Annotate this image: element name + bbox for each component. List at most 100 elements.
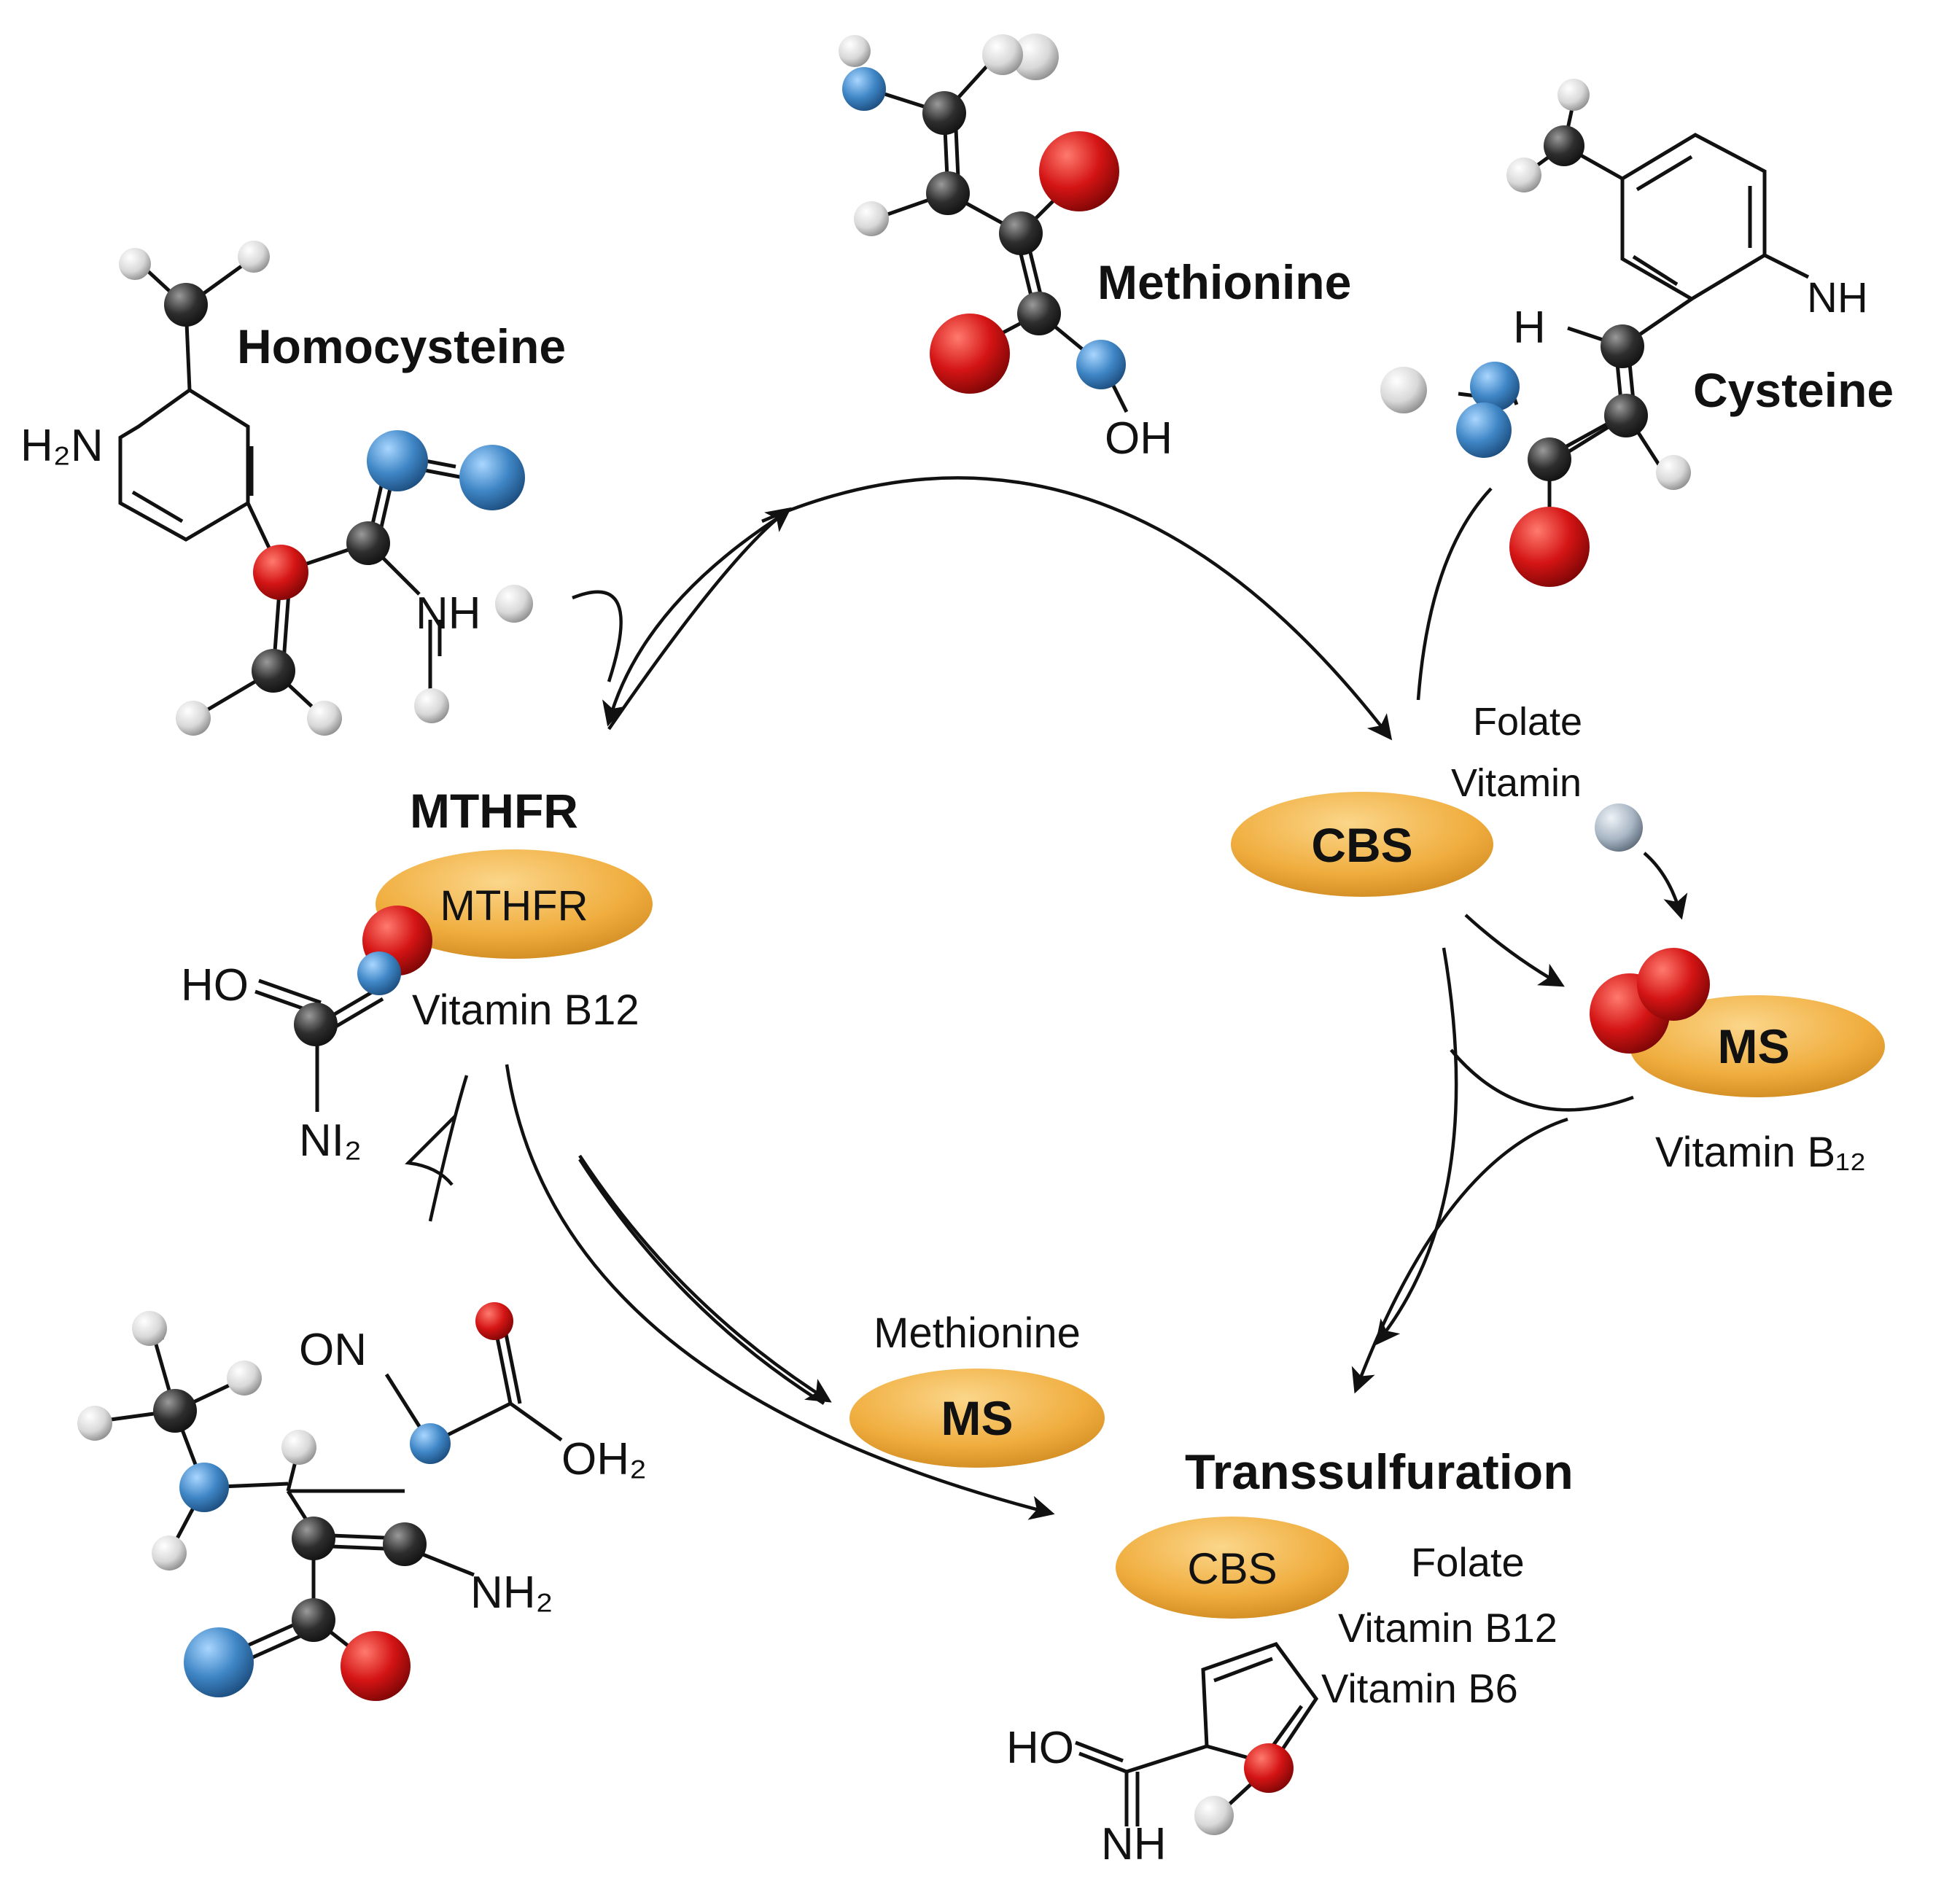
- arrow-left-hook-tip: [405, 1114, 457, 1186]
- cysteine-h-atom: [1656, 455, 1691, 490]
- methionine-h-atom: [982, 34, 1023, 75]
- bottom-left-o-atom: [341, 1631, 411, 1701]
- mthfr-ho-label: HO: [181, 960, 249, 1011]
- homocysteine-h-atom: [119, 248, 151, 280]
- ms-bottom-enzyme: [849, 1369, 1105, 1468]
- arrow-homocysteine-hook: [572, 590, 623, 682]
- cysteine-h-atom: [1558, 79, 1590, 111]
- sulfur-atom: [1595, 803, 1643, 852]
- cbs-top-group: Folate Vitamin CBS: [1231, 700, 1643, 897]
- bottom-left-c-atom: [153, 1389, 197, 1433]
- cysteine-o-atom: [1509, 507, 1590, 587]
- cysteine-c-atom: [1544, 125, 1584, 166]
- methionine-c-atom: [999, 211, 1043, 255]
- mthfr-enzyme-label: MTHFR: [440, 882, 588, 930]
- cbs-bottom-enzyme-label: CBS: [1187, 1544, 1277, 1593]
- bottom-left-c-atom: [292, 1517, 335, 1560]
- bottom-left-n-atom: [410, 1423, 451, 1464]
- cbs-top-cofactor-vitamin: Vitamin: [1451, 761, 1582, 805]
- methionine-n-atom: [842, 67, 886, 111]
- bottom-left-h-atom: [152, 1535, 187, 1570]
- bottom-ring-ho-label: HO: [1006, 1723, 1074, 1773]
- methionine-c-atom: [1017, 292, 1061, 335]
- homocysteine-label: Homocysteine: [237, 319, 566, 373]
- bottom-left-h-atom: [132, 1311, 167, 1346]
- bottom-ring-o-atom: [1244, 1743, 1294, 1793]
- bottom-left-h-atom: [77, 1406, 112, 1441]
- arrow-ms-hook: [1450, 1048, 1634, 1112]
- cbs-top-cofactor-folate: Folate: [1473, 700, 1582, 744]
- ms-bottom-group: Methionine MS: [849, 1309, 1105, 1468]
- cysteine-c-atom: [1528, 437, 1571, 481]
- ms-right-o-atom: [1637, 948, 1710, 1021]
- arrow-from-ms-bottom: [578, 1158, 825, 1405]
- methionine-n-atom: [1076, 340, 1126, 389]
- homocysteine-nh-label: NH: [416, 588, 481, 639]
- bottom-left-n-atom: [179, 1463, 229, 1512]
- methionine-top-label: Methionine: [1097, 255, 1351, 309]
- ms-bottom-enzyme-label: MS: [941, 1391, 1014, 1445]
- bottom-ring-molecule: HO NH: [1006, 1642, 1319, 1869]
- homocysteine-h-atom: [176, 701, 211, 736]
- methionine-c-atom: [922, 91, 966, 135]
- cbs-top-enzyme-label: CBS: [1311, 818, 1412, 872]
- cysteine-h-label: H: [1513, 303, 1546, 353]
- transsulfuration-heading: Transsulfuration: [1185, 1444, 1574, 1500]
- cysteine-c-atom: [1601, 324, 1644, 368]
- homocysteine-o-atom: [253, 545, 308, 600]
- bottom-left-nh2-label: NH₂: [470, 1568, 553, 1618]
- ms-right-enzyme-label: MS: [1718, 1019, 1790, 1073]
- arrow-to-ms-bottom: [578, 1154, 832, 1403]
- methionine-h-atom: [839, 35, 871, 67]
- homocysteine-h-atom: [238, 241, 270, 273]
- bottom-left-c-atom: [383, 1522, 427, 1566]
- bottom-left-oh2-label: OH₂: [561, 1434, 647, 1484]
- homocysteine-h-atom: [495, 585, 533, 623]
- mthfr-n-atom: [357, 951, 401, 995]
- methionine-c-atom: [926, 171, 970, 215]
- methionine-o-atom: [930, 314, 1010, 394]
- homocysteine-c-atom: [252, 649, 295, 693]
- bottom-left-c-atom: [292, 1598, 335, 1642]
- arrow-left-down-arc: [505, 1064, 1055, 1520]
- bottom-ring-nh-label: NH: [1101, 1819, 1167, 1869]
- mthfr-heading: MTHFR: [410, 784, 578, 838]
- cysteine-n-atom: [1470, 362, 1520, 411]
- cysteine-molecule: Cysteine H NH: [1380, 79, 1894, 587]
- methionine-h-atom: [1012, 34, 1059, 80]
- cysteine-n-atom: [1456, 402, 1512, 458]
- cbs-top-enzyme: [1231, 792, 1493, 897]
- bottom-left-h-atom: [227, 1361, 262, 1396]
- bottom-left-on-label: ON: [299, 1325, 367, 1375]
- homocysteine-molecule: Homocysteine H₂N NH: [20, 241, 566, 736]
- arrow-ms-to-transsulfuration: [1351, 1117, 1568, 1394]
- ms-right-group: MS Vitamin B₁₂: [1590, 948, 1885, 1176]
- methionine-oh-label: OH: [1105, 413, 1172, 464]
- homocysteine-n-atom: [459, 445, 525, 510]
- ms-right-enzyme: [1630, 995, 1885, 1097]
- arrow-cbs-right-arc: [1374, 947, 1458, 1346]
- arrow-cbs-to-ms: [1464, 914, 1565, 987]
- cbs-bottom-enzyme: [1116, 1517, 1349, 1619]
- methionine-o-atom: [1039, 131, 1119, 211]
- homocysteine-h-atom: [414, 688, 449, 723]
- homocysteine-h-atom: [307, 701, 342, 736]
- cysteine-h-atom: [1506, 157, 1541, 192]
- ms-right-cofactor-label: Vitamin B₁₂: [1655, 1129, 1866, 1176]
- cysteine-label: Cysteine: [1693, 363, 1894, 417]
- ms-bottom-heading: Methionine: [874, 1309, 1081, 1357]
- arrow-left-hook: [428, 1075, 469, 1222]
- arrow-methionine-to-mthfr: [602, 513, 785, 727]
- bottom-ring-h-atom: [1194, 1796, 1234, 1835]
- bottom-left-molecule: ON OH₂ NH₂: [77, 1302, 647, 1701]
- cycle-arrows: [405, 476, 1688, 1520]
- mthfr-enzyme: [376, 849, 653, 959]
- arrow-top-arc-to-cbs: [761, 476, 1393, 741]
- arrow-cysteine-to-cbs: [1416, 487, 1493, 701]
- homocysteine-c-atom: [164, 283, 208, 327]
- bottom-left-h-atom: [281, 1430, 316, 1465]
- cysteine-h-atom: [1380, 367, 1427, 413]
- cysteine-c-atom: [1604, 394, 1648, 437]
- cysteine-nh-label: NH: [1807, 274, 1868, 322]
